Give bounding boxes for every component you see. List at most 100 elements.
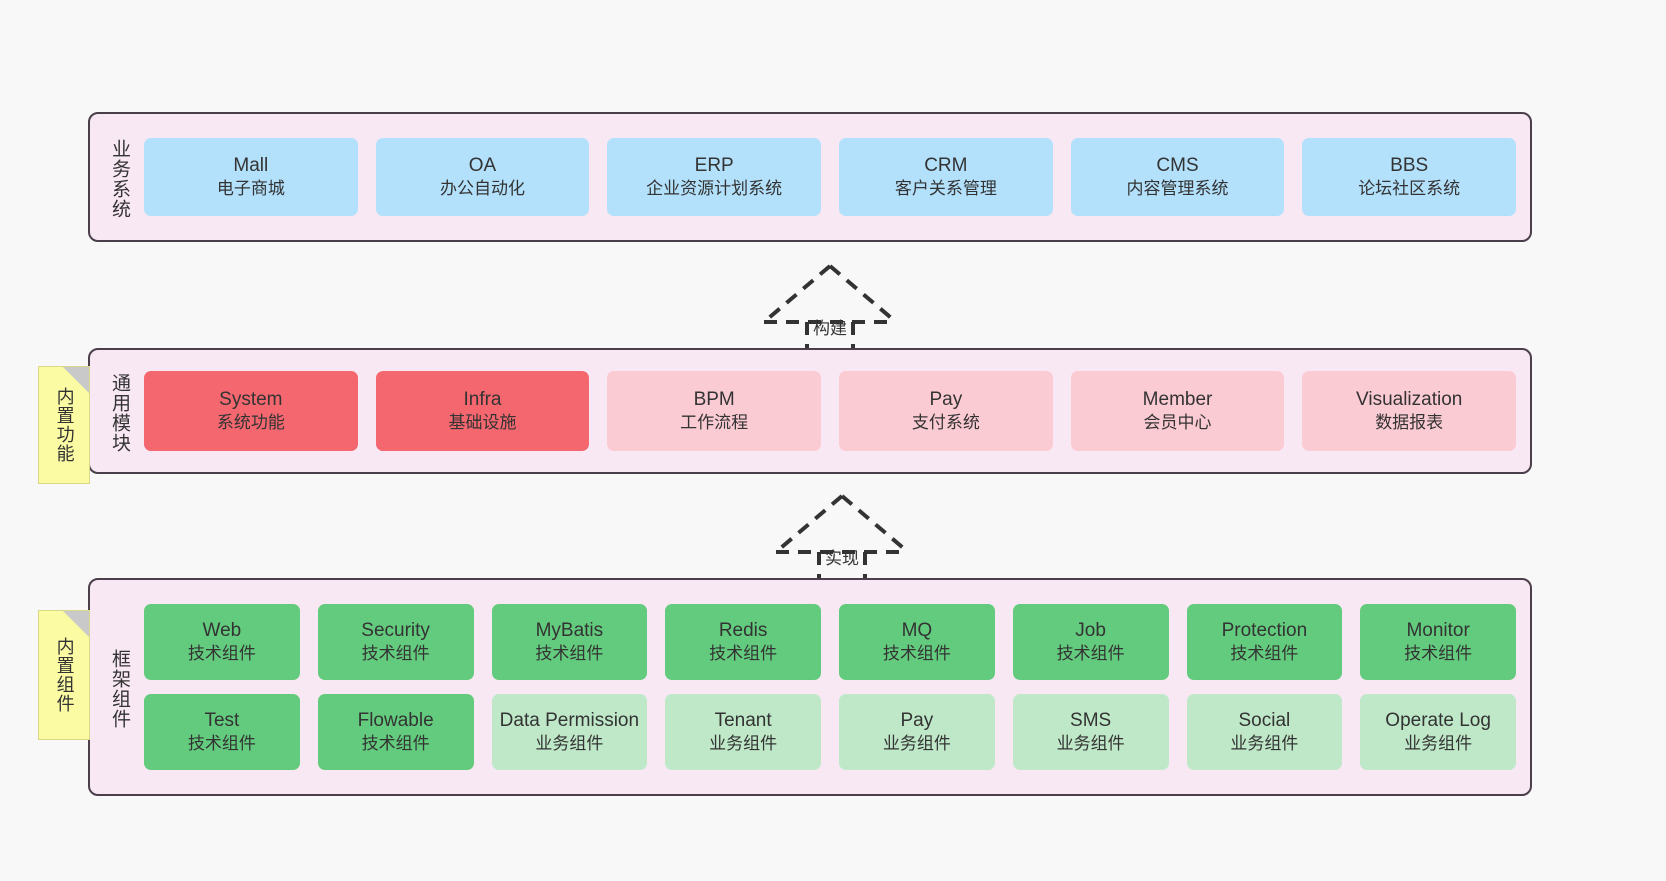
node-title: OA — [468, 155, 497, 177]
sticky-note-builtin-component[interactable]: 内置组件 — [38, 610, 90, 740]
node-subtitle: 会员中心 — [1143, 413, 1212, 433]
node-subtitle: 技术组件 — [535, 644, 604, 664]
node-cms[interactable]: CMS 内容管理系统 — [1070, 138, 1285, 216]
sticky-note-label: 内置功能 — [54, 387, 75, 463]
node-security[interactable]: Security 技术组件 — [317, 604, 474, 680]
layer-body-business-system: Mall 电子商城 OA 办公自动化 ERP 企业资源计划系统 CRM 客户关系… — [130, 114, 1530, 240]
node-infra[interactable]: Infra 基础设施 — [375, 371, 590, 451]
node-system[interactable]: System 系统功能 — [144, 371, 358, 451]
node-subtitle: 技术组件 — [187, 644, 256, 664]
node-title: Operate Log — [1385, 710, 1491, 732]
node-title: MQ — [901, 620, 933, 642]
node-pay-module[interactable]: Pay 支付系统 — [839, 371, 1053, 451]
node-subtitle: 系统功能 — [216, 413, 285, 433]
node-title: SMS — [1070, 710, 1112, 732]
node-flowable[interactable]: Flowable 技术组件 — [317, 694, 474, 770]
node-social[interactable]: Social 业务组件 — [1186, 694, 1343, 770]
node-subtitle: 业务组件 — [882, 734, 951, 754]
node-subtitle: 技术组件 — [882, 644, 951, 664]
node-redis[interactable]: Redis 技术组件 — [665, 604, 821, 680]
node-title: MyBatis — [535, 620, 604, 642]
node-mq[interactable]: MQ 技术组件 — [839, 604, 995, 680]
connector-implement: 实现 — [772, 492, 912, 580]
folded-corner-icon — [63, 611, 89, 637]
node-subtitle: 数据报表 — [1375, 413, 1444, 433]
layer-title-common-module: 通用模块 — [109, 373, 130, 453]
node-subtitle: 技术组件 — [1230, 644, 1299, 664]
node-subtitle: 技术组件 — [1404, 644, 1473, 664]
node-tenant[interactable]: Tenant 业务组件 — [665, 694, 821, 770]
node-title: Redis — [718, 620, 768, 642]
node-job[interactable]: Job 技术组件 — [1012, 604, 1169, 680]
node-row: Test 技术组件 Flowable 技术组件 Data Permission … — [144, 694, 1516, 770]
node-title: Data Permission — [499, 710, 640, 732]
node-subtitle: 客户关系管理 — [894, 179, 997, 199]
node-test[interactable]: Test 技术组件 — [144, 694, 300, 770]
layer-title-framework-component: 框架组件 — [109, 649, 130, 729]
layer-business-system[interactable]: 业务系统 Mall 电子商城 OA 办公自动化 ERP 企业资源计划系统 CRM… — [88, 112, 1532, 242]
sticky-note-label: 内置组件 — [54, 637, 75, 713]
node-mybatis[interactable]: MyBatis 技术组件 — [491, 604, 648, 680]
node-monitor[interactable]: Monitor 技术组件 — [1360, 604, 1516, 680]
node-title: CRM — [924, 155, 968, 177]
node-subtitle: 技术组件 — [709, 644, 778, 664]
node-title: Web — [202, 620, 242, 642]
node-member[interactable]: Member 会员中心 — [1070, 371, 1285, 451]
node-title: BBS — [1390, 155, 1429, 177]
node-subtitle: 业务组件 — [1230, 734, 1299, 754]
node-erp[interactable]: ERP 企业资源计划系统 — [607, 138, 822, 216]
node-bpm[interactable]: BPM 工作流程 — [607, 371, 822, 451]
node-subtitle: 企业资源计划系统 — [646, 179, 783, 199]
node-title: Protection — [1221, 620, 1308, 642]
node-title: Pay — [929, 389, 963, 411]
node-title: System — [219, 389, 283, 411]
layer-body-common-module: System 系统功能 Infra 基础设施 BPM 工作流程 Pay 支付系统… — [130, 350, 1530, 472]
node-subtitle: 基础设施 — [448, 413, 517, 433]
node-title: Tenant — [714, 710, 772, 732]
node-subtitle: 论坛社区系统 — [1358, 179, 1461, 199]
folded-corner-icon — [63, 367, 89, 393]
node-title: Mall — [233, 155, 269, 177]
node-data-permission[interactable]: Data Permission 业务组件 — [491, 694, 648, 770]
node-bbs[interactable]: BBS 论坛社区系统 — [1302, 138, 1517, 216]
node-subtitle: 电子商城 — [216, 179, 285, 199]
node-title: CMS — [1156, 155, 1199, 177]
node-title: Visualization — [1356, 389, 1463, 411]
node-subtitle: 内容管理系统 — [1126, 179, 1229, 199]
node-title: Job — [1075, 620, 1106, 642]
node-title: BPM — [693, 389, 735, 411]
node-pay-component[interactable]: Pay 业务组件 — [839, 694, 995, 770]
node-subtitle: 工作流程 — [680, 413, 749, 433]
node-title: Monitor — [1406, 620, 1470, 642]
node-title: Pay — [900, 710, 934, 732]
node-subtitle: 技术组件 — [187, 734, 256, 754]
connector-build: 构建 — [760, 262, 900, 350]
node-crm[interactable]: CRM 客户关系管理 — [839, 138, 1053, 216]
node-oa[interactable]: OA 办公自动化 — [375, 138, 590, 216]
layer-common-module[interactable]: 通用模块 System 系统功能 Infra 基础设施 BPM 工作流程 Pay… — [88, 348, 1532, 474]
node-subtitle: 技术组件 — [361, 644, 430, 664]
node-subtitle: 技术组件 — [1056, 644, 1125, 664]
connector-implement-label: 实现 — [825, 549, 859, 568]
layer-framework-component[interactable]: 框架组件 Web 技术组件 Security 技术组件 MyBatis 技术组件… — [88, 578, 1532, 796]
layer-title-business-system: 业务系统 — [109, 139, 130, 219]
node-title: Member — [1142, 389, 1213, 411]
node-title: Infra — [463, 389, 502, 411]
node-sms[interactable]: SMS 业务组件 — [1012, 694, 1169, 770]
node-subtitle: 支付系统 — [911, 413, 980, 433]
node-title: Flowable — [357, 710, 434, 732]
node-title: Test — [204, 710, 240, 732]
node-visualization[interactable]: Visualization 数据报表 — [1302, 371, 1517, 451]
connector-build-arrow — [762, 264, 898, 350]
node-title: Security — [361, 620, 430, 642]
sticky-note-builtin-feature[interactable]: 内置功能 — [38, 366, 90, 484]
node-web[interactable]: Web 技术组件 — [144, 604, 300, 680]
node-row: Mall 电子商城 OA 办公自动化 ERP 企业资源计划系统 CRM 客户关系… — [144, 138, 1517, 216]
node-mall[interactable]: Mall 电子商城 — [144, 138, 358, 216]
node-operate-log[interactable]: Operate Log 业务组件 — [1360, 694, 1516, 770]
node-protection[interactable]: Protection 技术组件 — [1186, 604, 1343, 680]
node-subtitle: 办公自动化 — [440, 179, 525, 199]
node-title: Social — [1238, 710, 1291, 732]
node-subtitle: 业务组件 — [535, 734, 604, 754]
node-subtitle: 业务组件 — [1404, 734, 1473, 754]
